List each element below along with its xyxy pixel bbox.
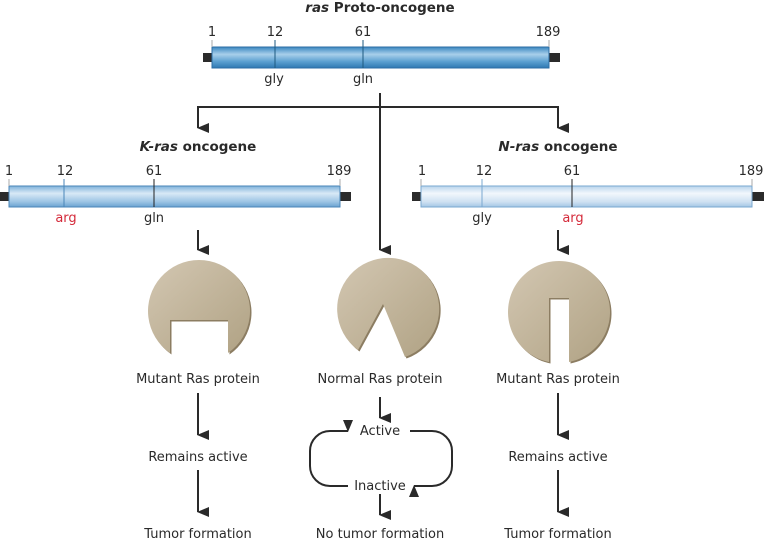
kras-aa61-label: gln [144, 211, 164, 226]
nras-tick-label-12: 12 [476, 164, 493, 179]
proto-aa61-label: gln [353, 72, 373, 87]
cycle-active-label: Active [360, 424, 400, 439]
nras-mutant-protein-shape [508, 260, 612, 364]
proto-tick-label-61: 61 [355, 25, 372, 40]
kras-protein-label: Mutant Ras protein [136, 372, 260, 387]
kras-oncogene-gene: K-ras oncogene 1 12 61 189 arg gln [0, 139, 351, 226]
nras-remains-active-label: Remains active [508, 450, 607, 465]
nras-protein-label: Mutant Ras protein [496, 372, 620, 387]
branch-arrows [197, 93, 569, 255]
proto-gene-bar [211, 46, 550, 69]
kras-title: K-ras oncogene [140, 139, 257, 155]
kras-tumor-formation-label: Tumor formation [143, 527, 251, 540]
proto-oncogene-title: ras Proto-oncogene [305, 0, 454, 16]
proto-tick-label-1: 1 [208, 25, 216, 40]
nras-title: N-ras oncogene [498, 139, 617, 155]
nras-aa12-label: gly [472, 211, 492, 226]
proto-left-cap [203, 53, 213, 62]
kras-mutant-protein-shape [148, 260, 252, 355]
nras-tick-label-61: 61 [564, 164, 581, 179]
nras-gene-bar [420, 185, 753, 208]
kras-tick-label-189: 189 [327, 164, 352, 179]
nras-oncogene-gene: N-ras oncogene 1 12 61 189 gly arg [412, 139, 764, 226]
nras-protein-icon [508, 260, 610, 362]
kras-tick-label-1: 1 [5, 164, 13, 179]
normal-protein-shape [337, 257, 441, 359]
kras-protein-icon [148, 260, 250, 353]
kras-gene-bar [8, 185, 341, 208]
arrow-inactive-to-active [309, 420, 353, 487]
nras-tumor-formation-label: Tumor formation [503, 527, 611, 540]
kras-tick-label-61: 61 [146, 164, 163, 179]
proto-tick-label-12: 12 [267, 25, 284, 40]
kras-remains-active-label: Remains active [148, 450, 247, 465]
nras-left-cap [412, 192, 422, 201]
proto-right-cap [548, 53, 560, 62]
kras-right-cap [339, 192, 351, 201]
proto-tick-label-189: 189 [536, 25, 561, 40]
arrow-branch-bar [197, 106, 559, 128]
no-tumor-formation-label: No tumor formation [316, 527, 444, 540]
nras-right-cap [751, 192, 764, 201]
cycle-inactive-label: Inactive [354, 479, 406, 494]
nras-tick-label-1: 1 [418, 164, 426, 179]
arrow-active-to-inactive [409, 430, 453, 497]
kras-aa12-mutant-label: arg [55, 211, 76, 226]
kras-tick-label-12: 12 [57, 164, 74, 179]
normal-protein-icon [337, 257, 440, 357]
proto-aa12-label: gly [264, 72, 284, 87]
proto-oncogene-gene: ras Proto-oncogene 1 12 61 189 gly gln [203, 0, 560, 87]
normal-protein-label: Normal Ras protein [318, 372, 443, 387]
kras-left-cap [0, 192, 10, 201]
nras-aa61-mutant-label: arg [562, 211, 583, 226]
nras-tick-label-189: 189 [739, 164, 764, 179]
